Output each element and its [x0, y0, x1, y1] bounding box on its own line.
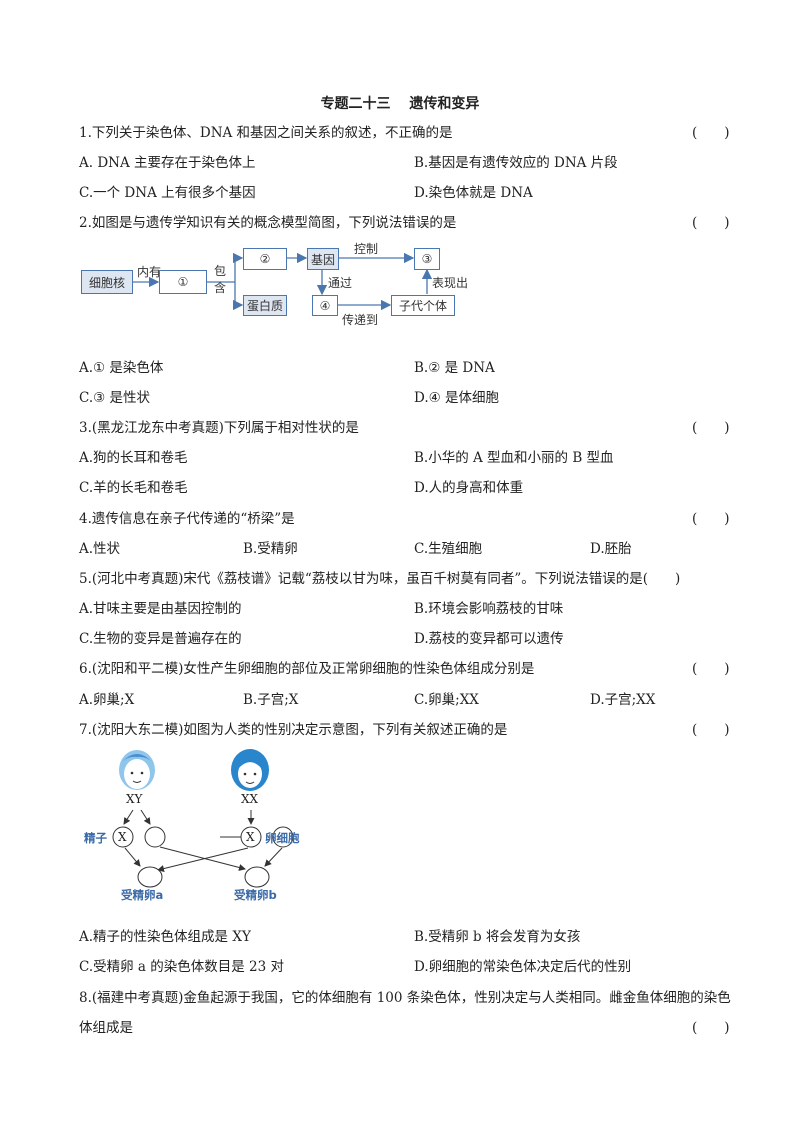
question-3-option-b: B.小华的 A 型血和小丽的 B 型血 — [414, 450, 614, 466]
zygote-b-label: 受精卵b — [234, 888, 277, 902]
question-2-option-d: D.④ 是体细胞 — [414, 390, 500, 406]
question-6-option-c: C.卵巢;XX — [414, 692, 479, 708]
question-4-answer-paren: ( ) — [692, 511, 730, 527]
question-1-answer-paren: ( ) — [692, 125, 730, 141]
question-1-option-a: A. DNA 主要存在于染色体上 — [79, 155, 256, 171]
question-7-option-b: B.受精卵 b 将会发育为女孩 — [414, 929, 581, 945]
question-8-stem: 8.(福建中考真题)金鱼起源于我国，它的体细胞有 100 条染色体，性别决定与人… — [79, 990, 731, 1006]
question-8-stem-continued: 体组成是 — [79, 1020, 133, 1036]
question-5-option-c: C.生物的变异是普遍存在的 — [79, 631, 242, 647]
question-3-answer-paren: ( ) — [692, 420, 730, 436]
pass-label: 传递到 — [342, 313, 379, 327]
question-6-stem: 6.(沈阳和平二模)女性产生卵细胞的部位及正常卵细胞的性染色体组成分别是 — [79, 661, 535, 677]
question-4-option-d: D.胚胎 — [590, 541, 632, 557]
question-4-option-b: B.受精卵 — [243, 541, 298, 557]
sperm-label: 精子 — [84, 831, 107, 845]
question-5-option-a: A.甘味主要是由基因控制的 — [79, 601, 242, 617]
question-7-option-d: D.卵细胞的常染色体决定后代的性别 — [414, 959, 632, 975]
control-label: 控制 — [354, 242, 379, 256]
concept-box-4: ④ — [312, 295, 338, 316]
question-6-answer-paren: ( ) — [692, 661, 730, 677]
concept-diagram-arrows — [133, 252, 433, 311]
question-2-stem: 2.如图是与遗传学知识有关的概念模型简图，下列说法错误的是 — [79, 215, 457, 231]
question-1-option-c: C.一个 DNA 上有很多个基因 — [79, 185, 256, 201]
question-2-option-c: C.③ 是性状 — [79, 390, 151, 406]
question-3-option-d: D.人的身高和体重 — [414, 480, 524, 496]
zygote-a-label: 受精卵a — [121, 888, 164, 902]
question-6-option-d: D.子宫;XX — [590, 692, 656, 708]
question-7-option-c: C.受精卵 a 的染色体数目是 23 对 — [79, 959, 285, 975]
female-chromosome-label: XX — [241, 792, 259, 806]
question-4-option-a: A.性状 — [79, 541, 121, 557]
question-7-option-a: A.精子的性染色体组成是 XY — [79, 929, 251, 945]
question-4-stem: 4.遗传信息在亲子代传递的“桥梁”是 — [79, 511, 295, 527]
question-1-stem: 1.下列关于染色体、DNA 和基因之间关系的叙述，不正确的是 — [79, 125, 453, 141]
question-2-option-b: B.② 是 DNA — [414, 360, 495, 376]
question-5-stem: 5.(河北中考真题)宋代《荔枝谱》记载“荔枝以甘为味，虽百千树莫有同者”。下列说… — [79, 571, 681, 587]
question-7-stem: 7.(沈阳大东二模)如图为人类的性别决定示意图，下列有关叙述正确的是 — [79, 722, 508, 738]
through-label: 通过 — [328, 276, 353, 290]
question-2-answer-paren: ( ) — [692, 215, 730, 231]
question-5-option-d: D.荔枝的变异都可以遗传 — [414, 631, 564, 647]
male-head-icon — [119, 750, 155, 790]
nucleus-box: 细胞核 — [81, 270, 133, 294]
protein-box: 蛋白质 — [243, 295, 287, 316]
sperm-x-label: X — [118, 830, 127, 844]
question-5-option-b: B.环境会影响荔枝的甘味 — [414, 601, 564, 617]
male-chromosome-label: XY — [126, 792, 143, 806]
female-head-icon — [231, 749, 269, 791]
offspring-box: 子代个体 — [391, 295, 455, 316]
question-1-option-d: D.染色体就是 DNA — [414, 185, 533, 201]
sex-diagram-drawing — [112, 749, 294, 888]
egg-x-label: X — [246, 830, 255, 844]
question-1-option-b: B.基因是有遗传效应的 DNA 片段 — [414, 155, 618, 171]
gene-box: 基因 — [307, 248, 339, 270]
express-label: 表现出 — [432, 276, 469, 290]
contains-label-2: 包含 — [214, 264, 227, 295]
question-8-answer-paren: ( ) — [692, 1020, 730, 1036]
question-3-option-a: A.狗的长耳和卷毛 — [79, 450, 188, 466]
question-7-answer-paren: ( ) — [692, 722, 730, 738]
question-2-option-a: A.① 是染色体 — [79, 360, 164, 376]
question-6-option-a: A.卵巢;X — [79, 692, 135, 708]
egg-label: 卵细胞 — [265, 831, 300, 845]
question-4-option-c: C.生殖细胞 — [414, 541, 483, 557]
question-3-option-c: C.羊的长毛和卷毛 — [79, 480, 188, 496]
concept-box-1: ① — [159, 270, 207, 294]
concept-box-3: ③ — [414, 248, 440, 270]
page-title: 专题二十三 遗传和变异 — [320, 96, 480, 112]
question-6-option-b: B.子宫;X — [243, 692, 299, 708]
concept-box-2: ② — [243, 248, 287, 270]
question-3-stem: 3.(黑龙江龙东中考真题)下列属于相对性状的是 — [79, 420, 359, 436]
contains-label-1a: 内有 — [137, 265, 162, 279]
